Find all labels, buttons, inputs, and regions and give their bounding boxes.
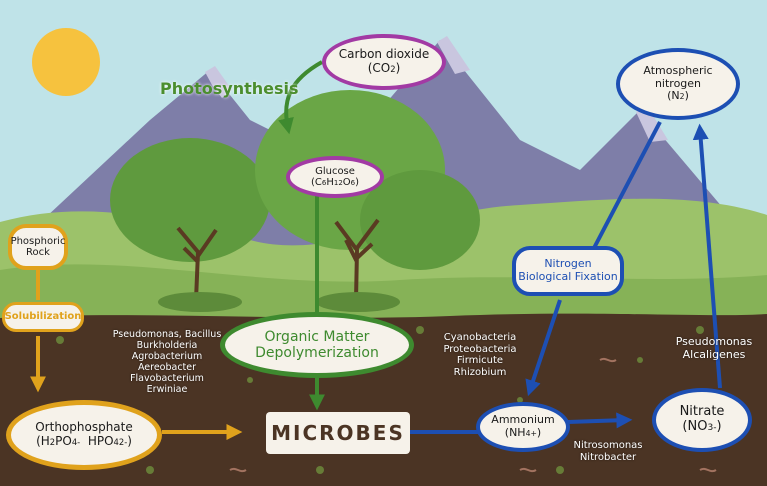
phosphoric-rock-node: Phosphoric Rock <box>8 224 68 270</box>
solubilization-node: Solubilization <box>2 302 84 332</box>
bacteria-item: Firmicute <box>456 355 504 366</box>
biological-fixation-label: Biological Fixation <box>518 270 618 283</box>
orthophosphate-label: Orthophosphate <box>35 420 133 435</box>
bacteria-item: Pseudomonas, Bacillus <box>112 329 222 340</box>
carbon-dioxide-label: Carbon dioxide <box>338 47 430 62</box>
bacteria-item: Burkholderia <box>136 339 198 351</box>
microbes-label: MICROBES <box>271 420 405 445</box>
organic-matter-node: Organic Matter Depolymerization <box>220 312 414 378</box>
arrow-fixation-to-ammonium <box>525 299 562 397</box>
rock-label: Rock <box>26 247 50 258</box>
arrow-ammonium-to-nitrate <box>567 412 633 429</box>
arrow-co2-to-glucose <box>278 60 323 135</box>
phosphoric-label: Phosphoric <box>10 235 66 247</box>
bacteria-item: Proteobacteria <box>443 343 517 355</box>
bacteria-item: Nitrosomonas <box>573 440 643 451</box>
soil <box>0 313 767 486</box>
denitrifiers-list: Pseudomonas Alcaligenes <box>668 335 760 361</box>
sun <box>32 28 100 96</box>
bacteria-item: Pseudomonas <box>675 335 753 348</box>
fixation-bacteria-list: Cyanobacteria Proteobacteria Firmicute R… <box>432 332 528 378</box>
arrow-atmospheric-to-fixation <box>592 121 662 249</box>
arrow-nitrate-to-atmospheric-nitrogen <box>692 123 722 389</box>
nitrifiers-list: Nitrosomonas Nitrobacter <box>560 440 656 463</box>
bacteria-item: Rhizobium <box>453 366 507 378</box>
depolymerization-label: Depolymerization <box>255 345 379 361</box>
microbes-node: MICROBES <box>266 412 410 454</box>
photosynthesis-label: Photosynthesis <box>160 79 299 98</box>
bacteria-item: Aereobacter <box>137 361 197 373</box>
bacteria-item: Cyanobacteria <box>443 332 517 343</box>
bacteria-item: Nitrobacter <box>579 451 637 463</box>
nitrogen-label: nitrogen <box>654 76 702 90</box>
nitrogen-fixation-node: Nitrogen Biological Fixation <box>512 246 624 296</box>
tree-trunk-right <box>334 218 380 301</box>
nitrogen-label: Nitrogen <box>544 257 592 271</box>
bacteria-item: Flavobacterium <box>130 372 204 384</box>
tree-trunk-left <box>176 226 218 301</box>
bacteria-item: Alcaligenes <box>682 347 746 361</box>
nitrate-label: Nitrate <box>679 404 725 420</box>
bacteria-item: Erwiniae <box>146 383 188 395</box>
ammonium-label: Ammonium <box>491 413 555 427</box>
atmospheric-label: Atmospheric <box>643 64 713 78</box>
tree-foliage-left <box>110 138 270 262</box>
phosphate-bacteria-list: Pseudomonas, Bacillus Burkholderia Agrob… <box>98 329 236 396</box>
solubilization-label: Solubilization <box>4 311 82 323</box>
organic-matter-label: Organic Matter <box>264 328 370 345</box>
glucose-label: Glucose <box>315 165 355 177</box>
bacteria-item: Agrobacterium <box>131 350 203 362</box>
